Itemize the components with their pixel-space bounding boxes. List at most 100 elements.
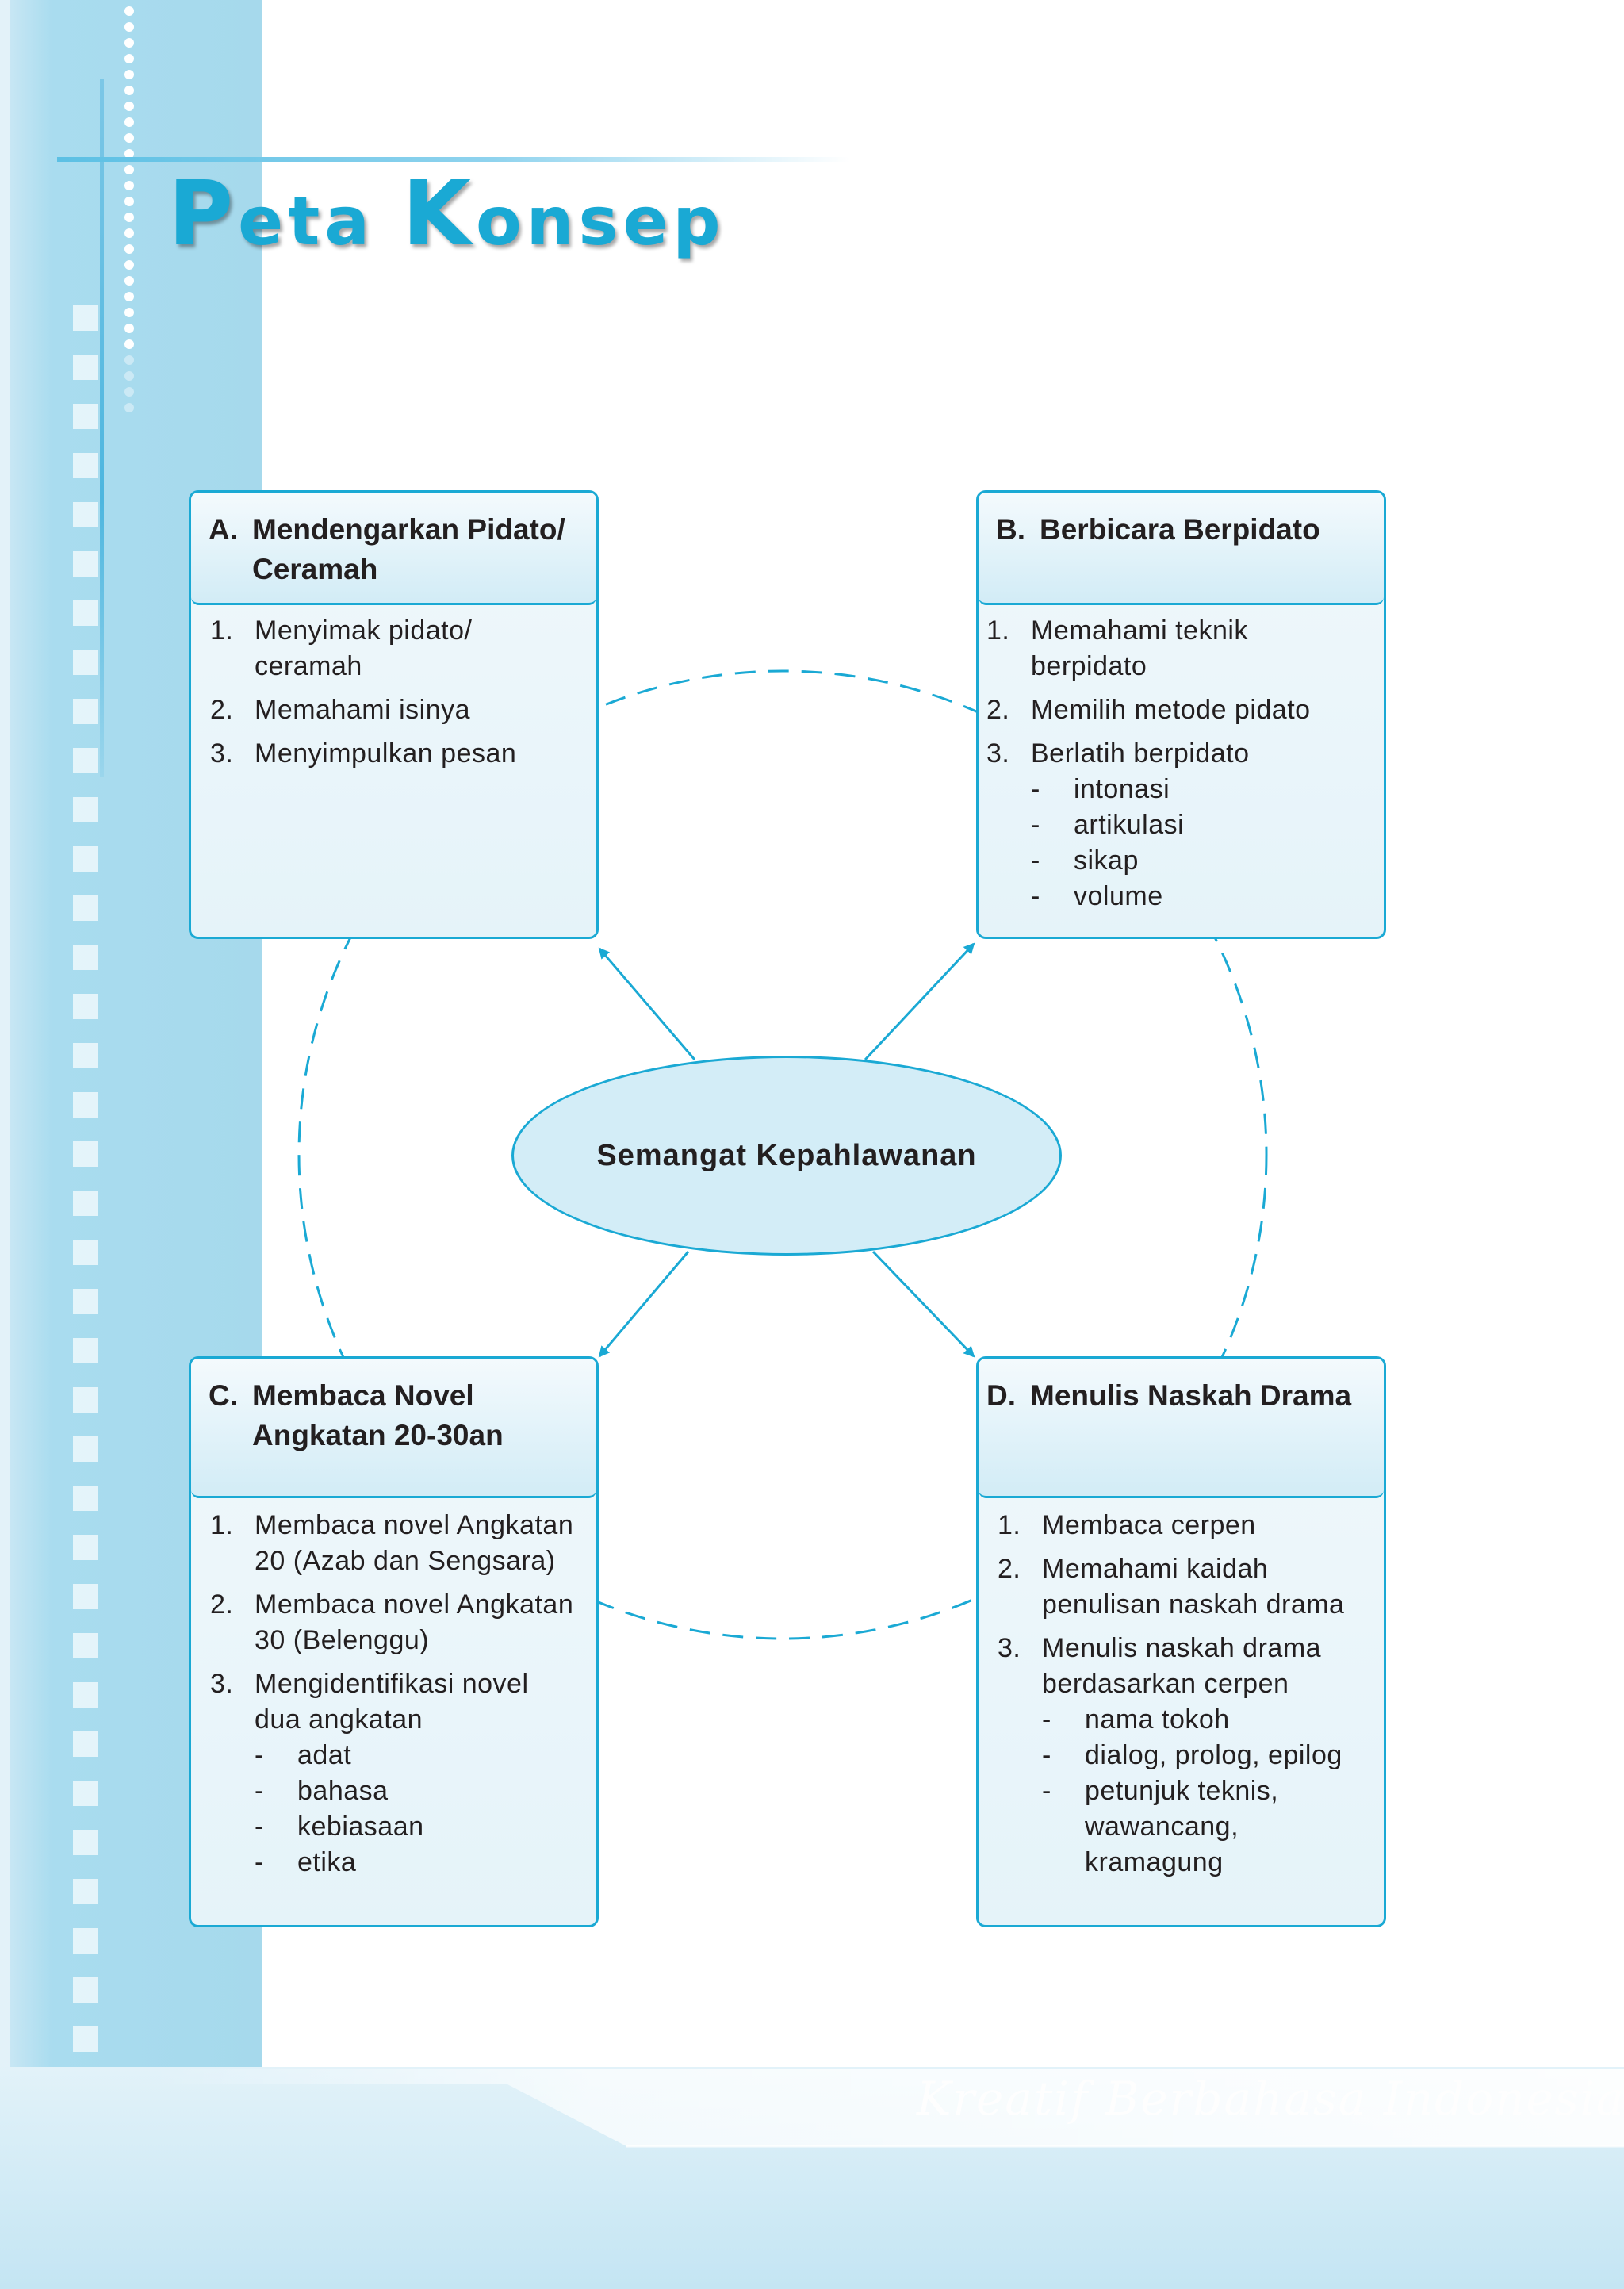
list-item: 2. Memahami isinya bbox=[191, 692, 596, 728]
footer-book-title: Kreatif Berbahasa Indonesia bbox=[917, 2072, 1624, 2126]
box-a-title: Mendengarkan Pidato/ Ceramah bbox=[252, 513, 565, 585]
decor-dot bbox=[124, 181, 134, 190]
list-item-number: 2. bbox=[210, 695, 234, 725]
list-item-number: 3. bbox=[986, 738, 1010, 769]
decor-dot bbox=[124, 54, 134, 63]
sub-item-dash: - bbox=[1042, 1776, 1051, 1806]
decor-square bbox=[73, 1486, 98, 1511]
decor-dot bbox=[124, 22, 134, 32]
sub-item-text: bahasa bbox=[297, 1776, 389, 1806]
decor-dot bbox=[124, 339, 134, 349]
decor-dot bbox=[124, 149, 134, 159]
sub-item-text: adat bbox=[297, 1740, 352, 1770]
decor-square bbox=[73, 551, 98, 577]
list-item-text: Memahami isinya bbox=[255, 695, 471, 725]
list-item-number: 2. bbox=[210, 1589, 234, 1620]
sub-item: -intonasi bbox=[979, 772, 1384, 807]
sub-item-dash: - bbox=[255, 1740, 264, 1770]
sub-item-dash: - bbox=[255, 1776, 264, 1806]
list-item: 2.Membaca novel Angkatan 30 (Belenggu) bbox=[191, 1587, 596, 1658]
box-d-header: D. Menulis Naskah Drama bbox=[979, 1359, 1384, 1498]
sub-item: - petunjuk teknis, wawancang, kramagung bbox=[979, 1773, 1384, 1881]
center-concept-ellipse: Semangat Kepahlawanan bbox=[511, 1056, 1062, 1256]
list-item-number: 2. bbox=[998, 1554, 1021, 1584]
list-item-text: Memilih metode pidato bbox=[1031, 695, 1311, 725]
decor-square bbox=[73, 1191, 98, 1216]
list-item-number: 2. bbox=[986, 695, 1010, 725]
decor-dot bbox=[124, 133, 134, 143]
list-item-text: Membaca cerpen bbox=[1042, 1510, 1256, 1540]
dashed-cycle-circle bbox=[297, 669, 1268, 1640]
concept-box-a: A. Mendengarkan Pidato/ Ceramah 1.Menyim… bbox=[189, 490, 599, 939]
decor-square bbox=[73, 1977, 98, 2003]
box-b-letter: B. bbox=[996, 513, 1025, 546]
list-item-number: 1. bbox=[998, 1510, 1021, 1540]
box-c-letter: C. bbox=[209, 1379, 238, 1412]
decor-dot bbox=[124, 308, 134, 317]
decor-square bbox=[73, 1584, 98, 1609]
decor-square bbox=[73, 1781, 98, 1806]
concept-box-c: C. Membaca Novel Angkatan 20-30an 1.Memb… bbox=[189, 1356, 599, 1927]
arrow-to-c bbox=[598, 1251, 690, 1358]
decor-square bbox=[73, 1387, 98, 1413]
sub-item-text: intonasi bbox=[1074, 774, 1170, 804]
sub-item-text: artikulasi bbox=[1074, 810, 1185, 840]
list-item: 1. Menyimak pidato/ ceramah bbox=[191, 613, 596, 684]
decor-dot bbox=[124, 355, 134, 365]
sub-item-dash: - bbox=[1042, 1704, 1051, 1735]
arrow-to-b bbox=[864, 942, 975, 1061]
box-d-list: 1. Membaca cerpen 2.Memahami kaidah penuli… bbox=[979, 1508, 1384, 1888]
square-strip bbox=[73, 305, 100, 2066]
decor-square bbox=[73, 404, 98, 429]
decor-square bbox=[73, 1879, 98, 1904]
center-concept-label: Semangat Kepahlawanan bbox=[596, 1138, 977, 1172]
list-item-number: 3. bbox=[998, 1633, 1021, 1663]
list-item-number: 3. bbox=[210, 738, 234, 769]
decor-dot bbox=[124, 276, 134, 286]
list-item: 1.Membaca novel Angkatan 20 (Azab dan Se… bbox=[191, 1508, 596, 1579]
box-b-title: Berbicara Berpidato bbox=[1040, 513, 1320, 546]
decor-square bbox=[73, 846, 98, 872]
decor-square bbox=[73, 1043, 98, 1068]
arrow-to-a bbox=[598, 947, 696, 1060]
box-d-title: Menulis Naskah Drama bbox=[1030, 1379, 1352, 1412]
decor-square bbox=[73, 2026, 98, 2052]
decor-dot bbox=[124, 403, 134, 412]
list-item: 2. Memilih metode pidato bbox=[979, 692, 1384, 728]
sub-item-text: petunjuk teknis, wawancang, kramagung bbox=[1085, 1776, 1279, 1877]
decor-square bbox=[73, 305, 98, 331]
arrow-to-d bbox=[871, 1250, 975, 1358]
sub-item-dash: - bbox=[255, 1812, 264, 1842]
sub-item-text: sikap bbox=[1074, 845, 1139, 876]
decor-square bbox=[73, 453, 98, 478]
title-vertical-rule bbox=[100, 79, 104, 777]
decor-dot bbox=[124, 38, 134, 48]
decor-square bbox=[73, 1338, 98, 1363]
list-item-number: 1. bbox=[210, 615, 234, 646]
title-horizontal-rule bbox=[57, 157, 850, 162]
decor-dot bbox=[124, 213, 134, 222]
list-item-text: Menyimak pidato/ ceramah bbox=[255, 615, 473, 681]
list-item-text: Mengidentifikasi novel dua angkatan bbox=[255, 1669, 529, 1735]
box-c-list: 1.Membaca novel Angkatan 20 (Azab dan Se… bbox=[191, 1508, 596, 1888]
sub-item: - artikulasi bbox=[979, 807, 1384, 843]
decor-square bbox=[73, 1928, 98, 1954]
sub-item-dash: - bbox=[1031, 810, 1040, 840]
decor-dot bbox=[124, 387, 134, 397]
decor-square bbox=[73, 797, 98, 822]
list-item-number: 1. bbox=[986, 615, 1010, 646]
decor-dot bbox=[124, 117, 134, 127]
list-item: 2.Memahami kaidah penulisan naskah drama bbox=[979, 1551, 1384, 1623]
decor-square bbox=[73, 502, 98, 527]
list-item: 3.Menulis naskah drama berdasarkan cerpe… bbox=[979, 1631, 1384, 1881]
sub-item-text: etika bbox=[297, 1847, 357, 1877]
list-item-text: Berlatih berpidato bbox=[1031, 738, 1250, 769]
decor-square bbox=[73, 994, 98, 1019]
sub-item: -dialog, prolog, epilog bbox=[979, 1738, 1384, 1773]
left-decorative-band bbox=[0, 0, 262, 2070]
sub-item: -kebiasaan bbox=[191, 1809, 596, 1845]
concept-box-d: D. Menulis Naskah Drama 1. Membaca cerpen… bbox=[976, 1356, 1386, 1927]
sub-item-dash: - bbox=[1031, 881, 1040, 911]
list-item-text: Memahami teknik berpidato bbox=[1031, 615, 1248, 681]
